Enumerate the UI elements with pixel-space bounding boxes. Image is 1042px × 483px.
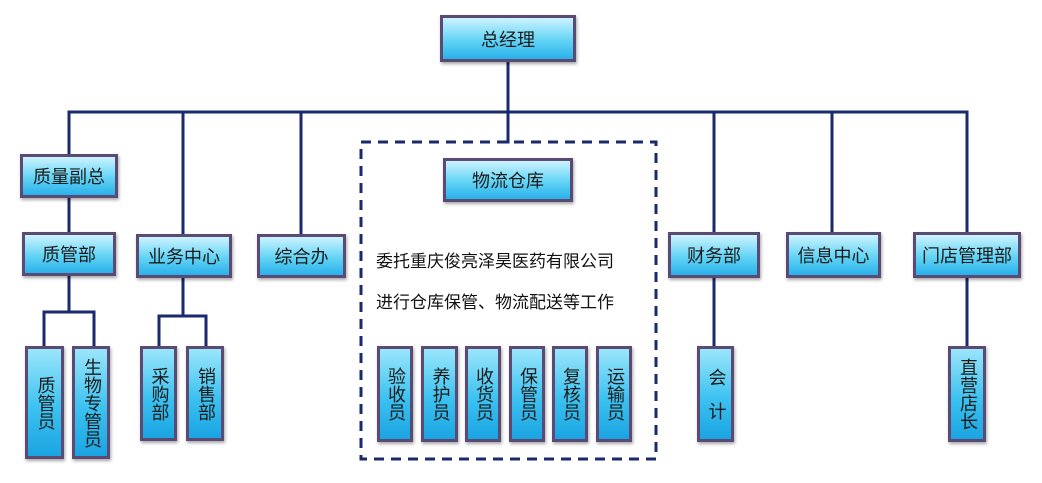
node-transporter: 运输员	[596, 346, 632, 442]
node-purchasing: 采购部	[140, 346, 177, 441]
node-inspector: 验收员	[377, 346, 413, 442]
node-bio-officer: 生物专管员	[72, 346, 110, 459]
logistics-note-line-2: 进行仓库保管、物流配送等工作	[376, 293, 614, 313]
node-admin-office: 综合办	[257, 234, 346, 278]
node-maintainer: 养护员	[421, 346, 458, 442]
node-accountant: 会计	[697, 346, 734, 442]
node-qc-dept: 质管部	[22, 232, 116, 276]
node-quality-vp: 质量副总	[20, 154, 118, 198]
node-rechecker: 复核员	[552, 346, 588, 442]
node-business-center: 业务中心	[136, 234, 232, 278]
node-store-management: 门店管理部	[913, 232, 1021, 278]
node-general-manager: 总经理	[440, 15, 576, 62]
logistics-note-line-1: 委托重庆俊亮泽昊医药有限公司	[376, 252, 614, 272]
node-sales: 销售部	[186, 346, 224, 441]
node-store-manager: 直营店长	[948, 346, 986, 442]
node-logistics-warehouse: 物流仓库	[443, 158, 573, 202]
node-qc-officer: 质管员	[25, 346, 64, 459]
node-info-center: 信息中心	[786, 232, 881, 278]
node-keeper: 保管员	[509, 346, 545, 442]
node-receiver: 收货员	[465, 346, 501, 442]
node-finance-dept: 财务部	[668, 232, 760, 278]
